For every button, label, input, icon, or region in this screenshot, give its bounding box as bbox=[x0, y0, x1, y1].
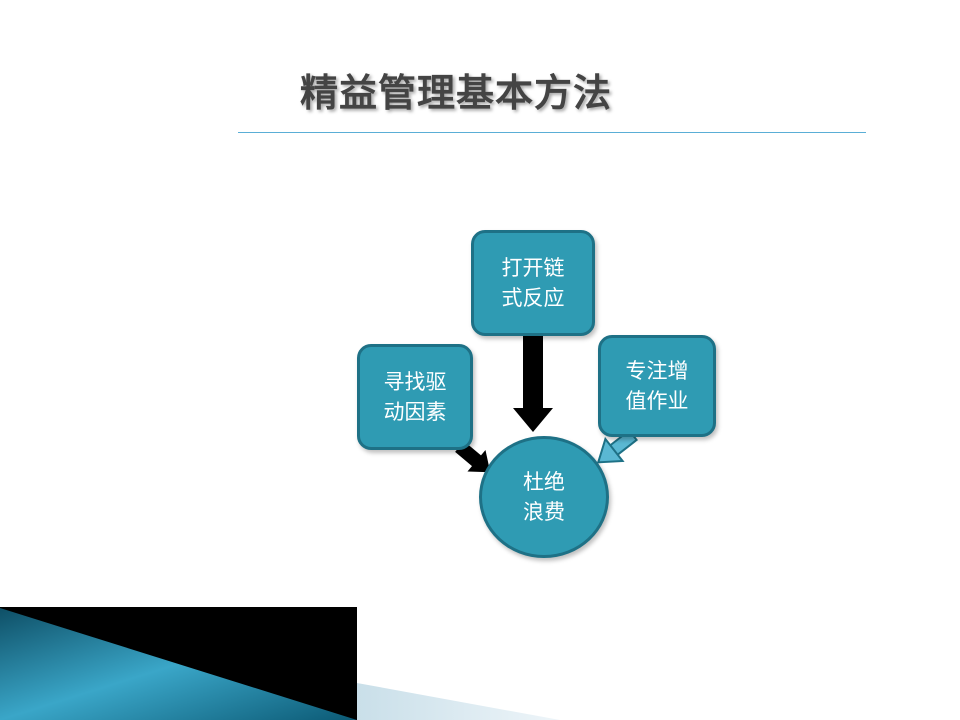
node-left-label: 寻找驱动因素 bbox=[383, 370, 447, 424]
node-top: 打开链式反应 bbox=[471, 230, 595, 336]
node-right: 专注增值作业 bbox=[598, 335, 716, 437]
title-divider bbox=[238, 132, 866, 133]
page-title: 精益管理基本方法 bbox=[300, 71, 613, 115]
node-center-label: 杜绝浪费 bbox=[523, 470, 565, 524]
light-wedge bbox=[357, 683, 560, 720]
node-right-label: 专注增值作业 bbox=[625, 359, 689, 413]
teal-wedge bbox=[0, 608, 357, 720]
node-top-label: 打开链式反应 bbox=[501, 256, 565, 310]
node-center: 杜绝浪费 bbox=[479, 436, 609, 558]
arrow-down-icon bbox=[513, 336, 553, 432]
node-left: 寻找驱动因素 bbox=[357, 344, 473, 450]
